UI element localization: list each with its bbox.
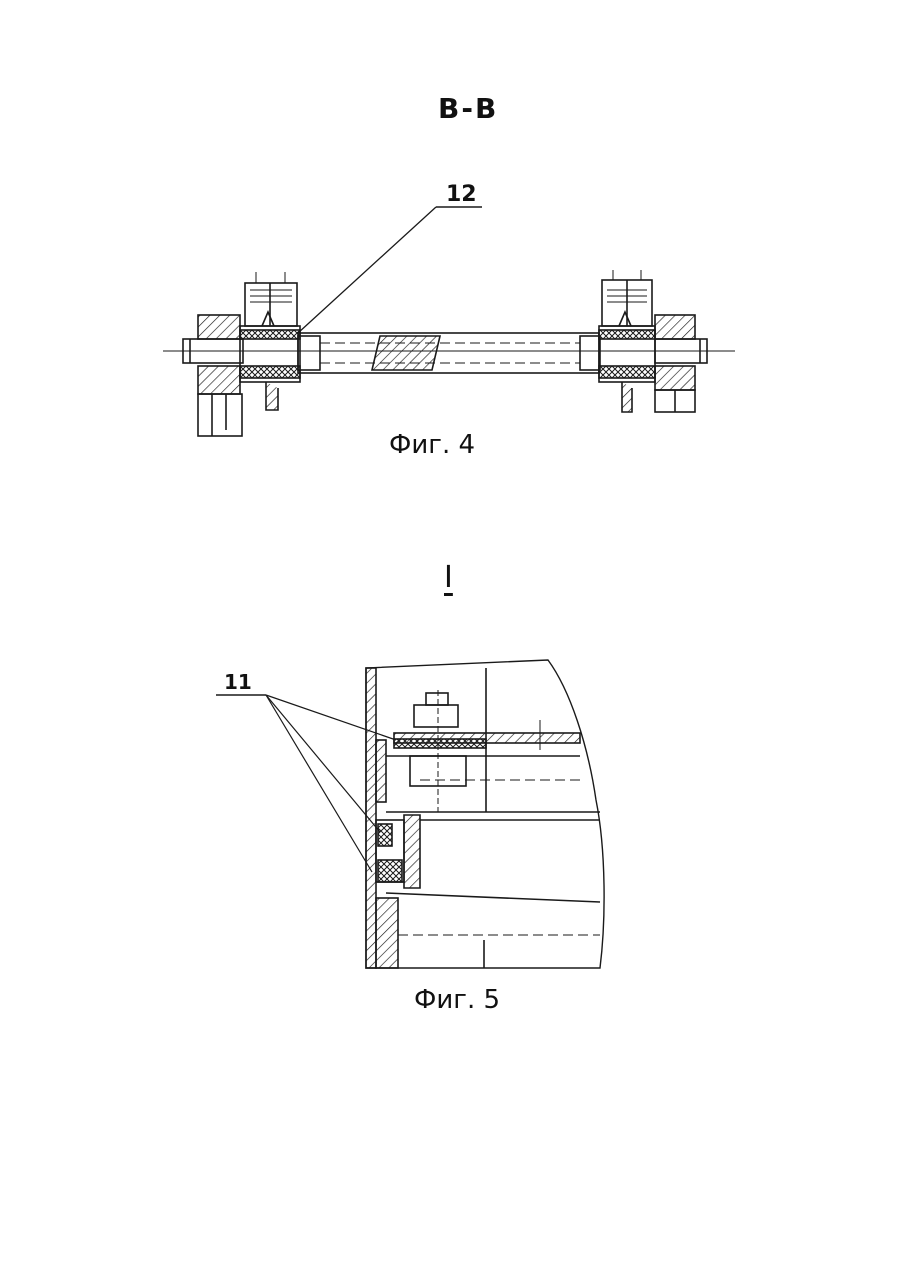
callout-11-leader-b [266, 695, 380, 832]
callout-11-leader-c [266, 695, 372, 872]
wall-plate [366, 668, 376, 968]
callout-12-leader [298, 207, 436, 333]
section-title: В-В [438, 92, 498, 125]
callout-label-12: 12 [446, 182, 477, 207]
detail-boundary [366, 660, 604, 968]
view-title: I [444, 560, 453, 595]
figure-5-caption: Фиг. 5 [414, 985, 500, 1015]
shaft [298, 333, 599, 373]
figure-4-caption: Фиг. 4 [389, 430, 475, 460]
figure-5-drawing [216, 660, 604, 968]
figure-4-drawing [163, 207, 735, 436]
left-wheel-base [198, 394, 242, 436]
callout-label-11: 11 [224, 670, 252, 694]
bolt-head [414, 705, 458, 727]
